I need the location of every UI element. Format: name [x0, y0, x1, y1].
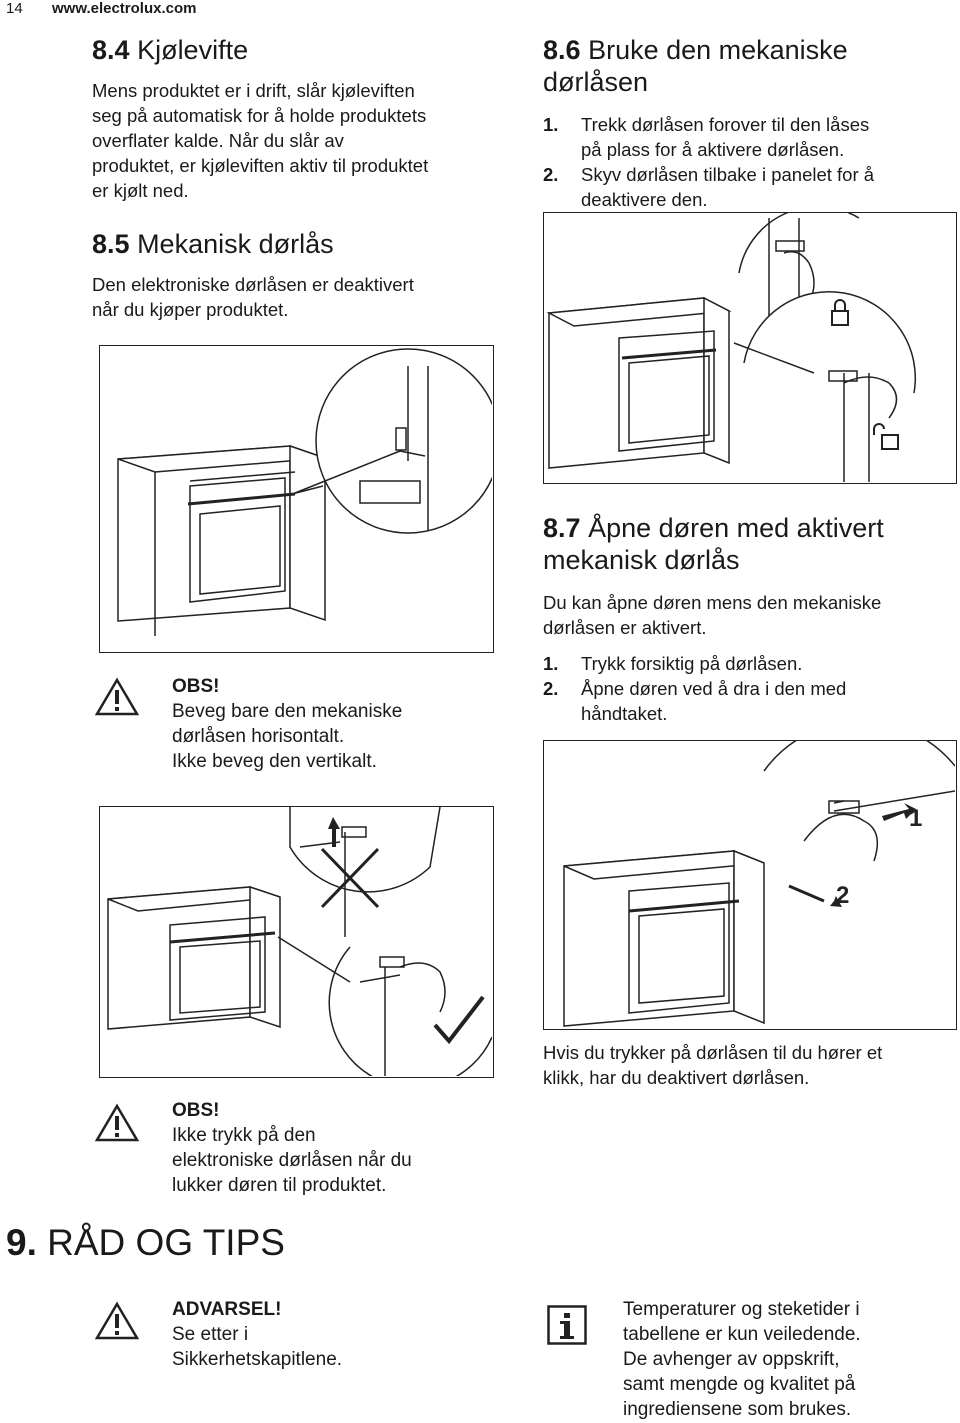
header-url[interactable]: www.electrolux.com — [52, 0, 197, 17]
check-icon — [433, 995, 485, 1045]
info-icon — [547, 1305, 587, 1345]
warning-triangle-icon — [95, 1301, 139, 1341]
s87-after: Hvis du trykker på dørlåsen til du hører… — [543, 1042, 883, 1088]
step-item: 1.Trykk forsiktig på dørlåsen. — [543, 653, 803, 674]
figure-label-2: 2 — [836, 882, 849, 909]
figure-open-door: 1 2 — [543, 740, 957, 1030]
page-number: 14 — [6, 0, 23, 17]
s87-body: Du kan åpne døren mens den mekaniske dør… — [543, 592, 882, 638]
lock-icon — [831, 299, 849, 326]
figure-lock-do-dont — [99, 806, 494, 1078]
heading-8-4: 8.4 Kjølevifte — [92, 35, 249, 65]
s87-steps: 1.Trykk forsiktig på dørlåsen. 2.Åpne dø… — [543, 651, 957, 726]
heading-8-6: 8.6 Bruke den mekaniske dørlåsen — [543, 35, 848, 97]
warning-note: ADVARSEL! Se etter i Sikkerhetskapitlene… — [172, 1299, 343, 1370]
heading-9: 9. RÅD OG TIPS — [6, 1222, 285, 1263]
obs-note-2: OBS! Ikke trykk på den elektroniske dørl… — [172, 1100, 412, 1196]
heading-8-5: 8.5 Mekanisk dørlås — [92, 229, 334, 259]
warning-triangle-icon — [95, 677, 139, 717]
s85-body: Den elektroniske dørlåsen er deaktivert … — [92, 274, 414, 320]
info-note: Temperaturer og steketider i tabellene e… — [623, 1299, 861, 1420]
oven-illustration — [117, 348, 492, 636]
figure-lock-activate — [543, 212, 957, 484]
figure-oven-lock-detail — [99, 345, 494, 653]
unlock-icon — [873, 423, 899, 450]
figure-label-1: 1 — [909, 805, 922, 832]
heading-8-7: 8.7 Åpne døren med aktivert mekanisk dør… — [543, 513, 884, 575]
s84-body: Mens produktet er i drift, slår kjølevif… — [92, 80, 429, 201]
warning-triangle-icon — [95, 1103, 139, 1143]
obs-note-1: OBS! Beveg bare den mekaniske dørlåsen h… — [172, 676, 403, 772]
